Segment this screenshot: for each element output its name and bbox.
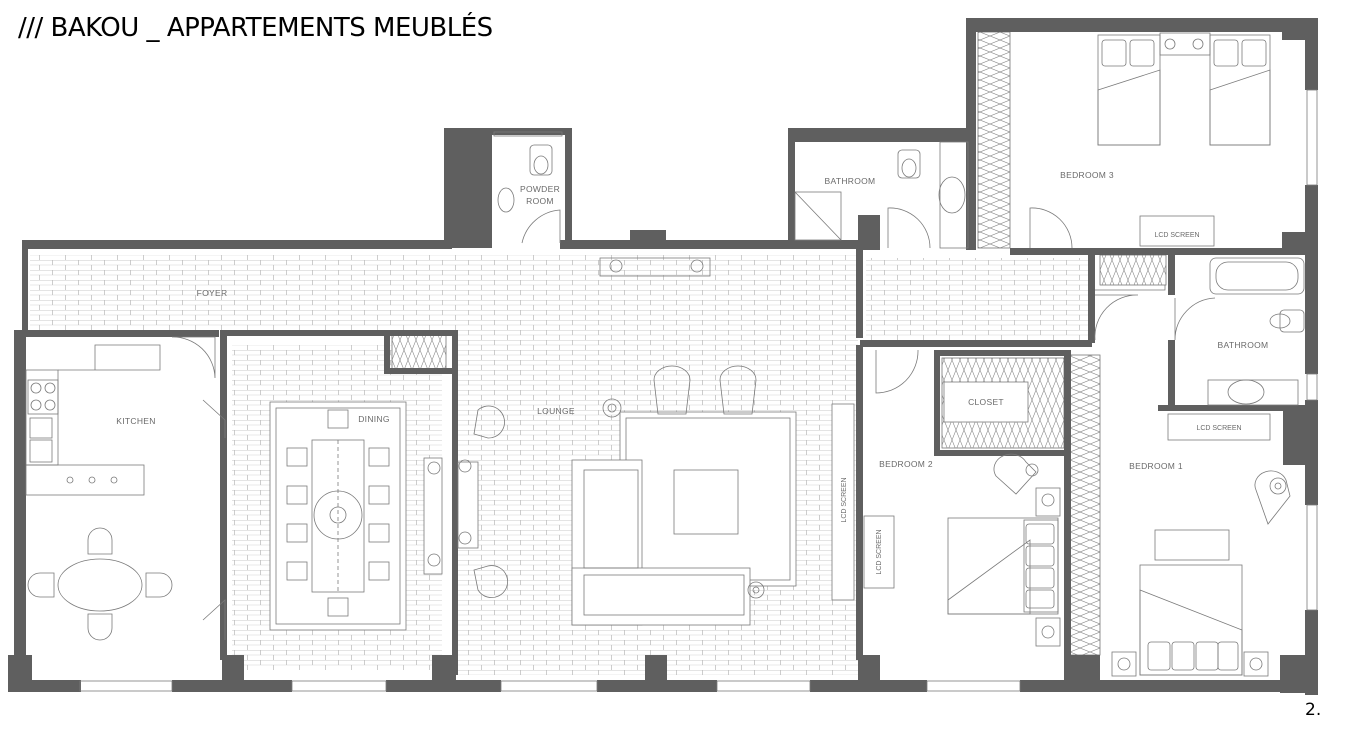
powder-room-fixtures [497, 144, 553, 213]
label-bathroom-right: BATHROOM [1218, 340, 1269, 350]
bedroom-2-furniture [863, 381, 1061, 647]
label-bedroom-3: BEDROOM 3 [1060, 170, 1114, 180]
label-lounge: LOUNGE [537, 406, 575, 416]
screen-labels: LCD SCREEN LCD SCREEN LCD SCREEN LCD SCR… [841, 232, 1242, 575]
label-closet: CLOSET [968, 397, 1004, 407]
walls [8, 18, 1318, 695]
label-lcd-lounge: LCD SCREEN [841, 477, 848, 522]
kitchen-furniture [25, 344, 173, 641]
label-dining: DINING [358, 414, 390, 424]
wardrobe-hall [1099, 254, 1167, 286]
wardrobe-dining [391, 334, 447, 371]
doors [171, 207, 1216, 640]
windows [79, 89, 1318, 692]
foyer-floor [30, 255, 858, 330]
label-powder-room-2: ROOM [526, 196, 554, 206]
lounge-furniture [457, 257, 855, 626]
bedroom-1-furniture [1111, 413, 1291, 677]
plan-title: /// BAKOU _ APPARTEMENTS MEUBLÉS [18, 13, 493, 43]
wardrobe-bedroom1 [1069, 354, 1101, 656]
label-bathroom-top: BATHROOM [825, 176, 876, 186]
label-lcd-bedroom-1: LCD SCREEN [1196, 425, 1241, 432]
page-number: 2. [1305, 700, 1322, 720]
bathroom-right-fixtures [1207, 257, 1305, 406]
bathroom-top-fixtures [794, 141, 969, 249]
label-kitchen: KITCHEN [116, 416, 155, 426]
bedroom-3-furniture [1097, 32, 1271, 247]
label-lcd-bedroom-2: LCD SCREEN [876, 529, 883, 574]
label-foyer: FOYER [197, 288, 228, 298]
dining-furniture [269, 401, 443, 631]
room-labels: POWDER ROOM BATHROOM BEDROOM 3 FOYER KIT… [116, 170, 1268, 471]
label-powder-room: POWDER [520, 184, 560, 194]
corridor-floor [866, 258, 1088, 342]
label-lcd-bedroom-3: LCD SCREEN [1154, 232, 1199, 239]
label-bedroom-1: BEDROOM 1 [1129, 461, 1183, 471]
wardrobe-bedroom3 [977, 31, 1011, 249]
label-bedroom-2: BEDROOM 2 [879, 459, 933, 469]
